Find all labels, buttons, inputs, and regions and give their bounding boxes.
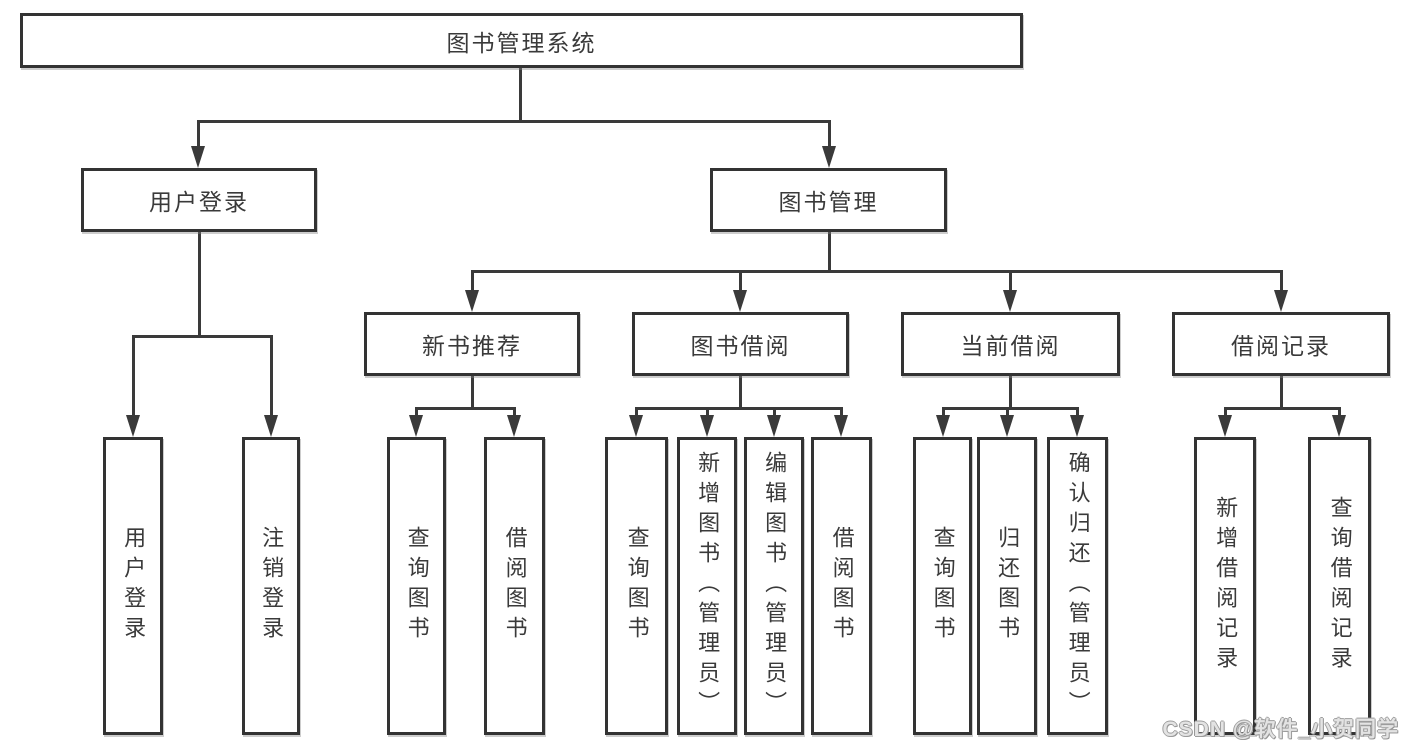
arrow-head xyxy=(1332,415,1346,437)
arrow-head xyxy=(264,415,278,437)
connector-line xyxy=(635,407,843,410)
connector-line xyxy=(739,270,742,294)
leaf-user-login: 用户登录 xyxy=(103,437,163,735)
connector-line xyxy=(1224,407,1227,419)
arrow-head xyxy=(126,415,140,437)
arrow-head xyxy=(936,415,950,437)
arrow-head xyxy=(629,415,643,437)
connector-line xyxy=(132,335,273,338)
arrow-head xyxy=(733,290,747,312)
connector-line xyxy=(706,407,709,419)
connector-line xyxy=(197,120,831,123)
node-book-borrowing: 图书借阅 xyxy=(632,312,849,376)
arrow-head xyxy=(191,146,205,168)
connector-line xyxy=(1076,407,1079,419)
connector-line xyxy=(198,232,201,338)
node-label: 用户登录 xyxy=(149,189,249,215)
arrow-head xyxy=(834,415,848,437)
node-label: 查询图书 xyxy=(624,526,650,646)
arrow-head xyxy=(1218,415,1232,437)
connector-line xyxy=(635,407,638,419)
leaf-return-books: 归还图书 xyxy=(977,437,1037,735)
connector-line xyxy=(132,335,135,419)
node-label: 编辑图书（管理员） xyxy=(762,451,788,721)
node-book-management: 图书管理 xyxy=(710,168,947,232)
leaf-confirm-return-admin: 确认归还（管理员） xyxy=(1047,437,1108,735)
connector-line xyxy=(471,270,474,294)
arrow-head xyxy=(1000,415,1014,437)
node-label: 确认归还（管理员） xyxy=(1065,451,1091,721)
connector-line xyxy=(840,407,843,419)
leaf-query-books-2: 查询图书 xyxy=(605,437,668,735)
connector-line xyxy=(1009,270,1012,294)
arrow-head xyxy=(507,415,521,437)
watermark: CSDN @软件_小贺同学 xyxy=(1162,718,1399,741)
connector-line xyxy=(828,232,831,273)
arrow-head xyxy=(1070,415,1084,437)
node-label: 图书管理系统 xyxy=(446,29,597,56)
arrow-head xyxy=(409,415,423,437)
leaf-query-books-1: 查询图书 xyxy=(387,437,446,735)
node-label: 查询图书 xyxy=(404,526,430,646)
node-current-borrowing: 当前借阅 xyxy=(901,312,1120,376)
connector-line xyxy=(1006,407,1009,419)
leaf-query-books-3: 查询图书 xyxy=(913,437,972,735)
connector-line xyxy=(471,270,1283,273)
connector-line xyxy=(471,376,474,410)
node-label: 用户登录 xyxy=(121,526,147,646)
connector-line xyxy=(1280,270,1283,294)
connector-line xyxy=(1009,376,1012,410)
node-label: 新增借阅记录 xyxy=(1213,496,1239,676)
leaf-add-book-admin: 新增图书（管理员） xyxy=(677,437,737,735)
arrow-head xyxy=(822,146,836,168)
connector-line xyxy=(197,120,200,150)
arrow-head xyxy=(1003,290,1017,312)
node-new-book-recommend: 新书推荐 xyxy=(364,312,580,376)
node-label: 查询借阅记录 xyxy=(1327,496,1353,676)
node-label: 新增图书（管理员） xyxy=(695,451,721,721)
arrow-head xyxy=(465,290,479,312)
node-label: 借阅图书 xyxy=(502,526,528,646)
connector-line xyxy=(1338,407,1341,419)
connector-line xyxy=(519,68,522,123)
connector-line xyxy=(415,407,516,410)
connector-line xyxy=(415,407,418,419)
connector-line xyxy=(739,376,742,410)
arrow-head xyxy=(700,415,714,437)
node-label: 当前借阅 xyxy=(960,333,1061,359)
node-library-management-system: 图书管理系统 xyxy=(20,13,1023,68)
connector-line xyxy=(773,407,776,419)
leaf-add-borrow-record: 新增借阅记录 xyxy=(1194,437,1256,735)
connector-line xyxy=(513,407,516,419)
leaf-query-borrow-record: 查询借阅记录 xyxy=(1308,437,1371,735)
node-user-login: 用户登录 xyxy=(81,168,317,232)
node-label: 图书借阅 xyxy=(690,333,791,359)
leaf-logout: 注销登录 xyxy=(242,437,300,735)
node-label: 新书推荐 xyxy=(422,333,522,359)
connector-line xyxy=(1224,407,1341,410)
connector-line xyxy=(942,407,1079,410)
arrow-head xyxy=(767,415,781,437)
node-label: 注销登录 xyxy=(259,526,285,646)
arrow-head xyxy=(1274,290,1288,312)
connector-line xyxy=(828,120,831,150)
leaf-edit-book-admin: 编辑图书（管理员） xyxy=(744,437,804,735)
node-label: 借阅记录 xyxy=(1231,333,1331,359)
leaf-borrow-books-1: 借阅图书 xyxy=(484,437,545,735)
connector-line xyxy=(942,407,945,419)
leaf-borrow-books-2: 借阅图书 xyxy=(811,437,872,735)
connector-line xyxy=(1280,376,1283,410)
node-label: 归还图书 xyxy=(995,526,1021,646)
node-label: 查询图书 xyxy=(930,526,956,646)
node-label: 图书管理 xyxy=(778,189,879,215)
node-borrowing-records: 借阅记录 xyxy=(1172,312,1390,376)
connector-line xyxy=(270,335,273,419)
node-label: 借阅图书 xyxy=(829,526,855,646)
